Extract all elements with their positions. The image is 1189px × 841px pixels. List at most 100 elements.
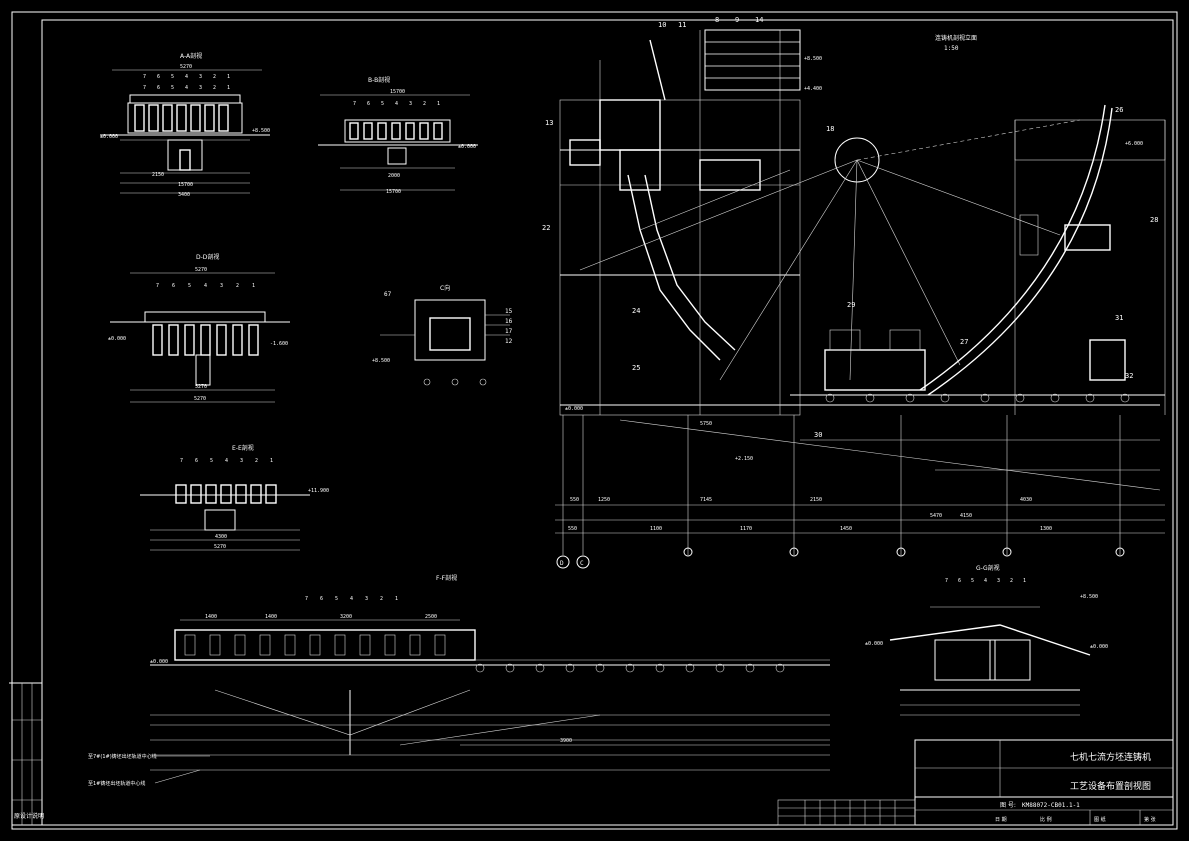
- svg-text:1300: 1300: [1040, 526, 1052, 532]
- svg-text:17: 17: [505, 328, 513, 335]
- view-a-a: A-A剖视 5270 7 6 5 4 3 2 1 7 6 5 4 3 2 1: [100, 52, 270, 198]
- main-elevation: 连铸机剖视立面 1:50: [542, 16, 1166, 569]
- svg-text:3: 3: [199, 85, 202, 91]
- svg-text:550: 550: [570, 497, 579, 503]
- svg-text:3: 3: [220, 283, 223, 289]
- svg-text:5: 5: [971, 578, 974, 584]
- svg-text:16: 16: [505, 318, 513, 325]
- view-b-b: B-B剖视 15700 7 6 5 4 3 2 1 2000 15700 ±0.…: [318, 76, 478, 195]
- drawing-frame: [41, 19, 1174, 826]
- svg-text:+8.500: +8.500: [252, 128, 270, 134]
- svg-text:C向: C向: [440, 284, 450, 292]
- title-block: 七机七流方坯连铸机 工艺设备布置剖视图 图 号: KM88072-CB01.1-…: [777, 739, 1174, 826]
- svg-text:25: 25: [632, 364, 640, 372]
- svg-text:5: 5: [335, 596, 338, 602]
- svg-text:5: 5: [210, 458, 213, 464]
- svg-text:7: 7: [353, 101, 356, 107]
- svg-text:比 例: 比 例: [1040, 816, 1052, 823]
- view-a-label: A-A剖视: [180, 52, 202, 60]
- svg-text:26: 26: [1115, 106, 1123, 114]
- svg-text:31: 31: [1115, 314, 1123, 322]
- svg-text:11: 11: [678, 21, 686, 29]
- view-c: C向 67 15 16 17 12 +8.500: [372, 284, 513, 386]
- svg-text:3: 3: [409, 101, 412, 107]
- svg-text:4300: 4300: [215, 534, 227, 540]
- stamp-text: 原设计说明: [14, 812, 44, 820]
- drawing-title: 工艺设备布置剖视图: [1070, 780, 1151, 792]
- svg-text:±0.000: ±0.000: [458, 144, 476, 150]
- svg-text:3: 3: [997, 578, 1000, 584]
- svg-text:3: 3: [240, 458, 243, 464]
- svg-text:6: 6: [195, 458, 198, 464]
- view-d-d: D-D剖视 5270 7 6 5 4 3 2 1 5270 5270 ±0.00…: [108, 253, 290, 403]
- svg-text:30: 30: [814, 431, 822, 439]
- svg-text:+8.500: +8.500: [804, 56, 822, 62]
- svg-text:1: 1: [227, 85, 230, 91]
- grid-axis-bubbles: D C: [556, 547, 1125, 569]
- svg-text:27: 27: [960, 338, 968, 346]
- svg-text:13: 13: [545, 119, 553, 127]
- svg-text:F-F剖视: F-F剖视: [436, 574, 457, 582]
- svg-text:1170: 1170: [740, 526, 752, 532]
- svg-text:±0.000: ±0.000: [108, 336, 126, 342]
- svg-text:日 期: 日 期: [995, 817, 1007, 823]
- svg-text:+8.500: +8.500: [372, 358, 390, 364]
- svg-text:8: 8: [715, 16, 719, 24]
- svg-text:15700: 15700: [390, 89, 405, 95]
- svg-text:7: 7: [156, 283, 159, 289]
- svg-text:第 张: 第 张: [1144, 816, 1156, 823]
- svg-text:5270: 5270: [194, 396, 206, 402]
- svg-text:15700: 15700: [386, 189, 401, 195]
- svg-text:+11.900: +11.900: [308, 488, 329, 494]
- svg-text:18: 18: [826, 125, 834, 133]
- svg-text:G-G剖视: G-G剖视: [976, 564, 1000, 572]
- svg-text:28: 28: [1150, 216, 1158, 224]
- svg-text:29: 29: [847, 301, 855, 309]
- svg-text:4: 4: [185, 85, 188, 91]
- svg-text:4: 4: [204, 283, 207, 289]
- svg-text:3: 3: [199, 74, 202, 80]
- svg-text:32: 32: [1125, 372, 1133, 380]
- svg-text:3: 3: [365, 596, 368, 602]
- svg-text:7: 7: [180, 458, 183, 464]
- svg-text:1400: 1400: [265, 614, 277, 620]
- svg-text:7: 7: [143, 74, 146, 80]
- svg-text:6: 6: [157, 74, 160, 80]
- view-g-g: G-G剖视 7 6 5 4 3 2 1 ±0.000 +8.500 ±0.000: [865, 564, 1108, 716]
- svg-text:6: 6: [172, 283, 175, 289]
- outer-border: [11, 11, 1178, 830]
- svg-text:5: 5: [171, 85, 174, 91]
- svg-text:3900: 3900: [560, 738, 572, 744]
- svg-text:5: 5: [171, 74, 174, 80]
- svg-text:±0.000: ±0.000: [150, 659, 168, 665]
- svg-text:C: C: [580, 560, 584, 567]
- svg-text:+2.150: +2.150: [735, 456, 753, 462]
- svg-text:-1.600: -1.600: [270, 341, 288, 347]
- svg-text:7145: 7145: [700, 497, 712, 503]
- svg-text:3400: 3400: [178, 192, 190, 198]
- svg-text:15: 15: [505, 308, 513, 315]
- svg-text:D-D剖视: D-D剖视: [196, 253, 219, 261]
- svg-text:D: D: [560, 560, 564, 567]
- note-1: 至7#(1#)铸坯出坯轨道中心线: [88, 753, 157, 760]
- svg-text:2: 2: [1010, 578, 1013, 584]
- svg-text:1: 1: [227, 74, 230, 80]
- svg-text:2150: 2150: [152, 172, 164, 178]
- svg-text:1: 1: [1023, 578, 1026, 584]
- project-name: 七机七流方坯连铸机: [1070, 751, 1151, 763]
- svg-text:2000: 2000: [388, 173, 400, 179]
- svg-text:±0.000: ±0.000: [565, 406, 583, 412]
- svg-text:550: 550: [568, 526, 577, 532]
- svg-text:E-E剖视: E-E剖视: [232, 444, 254, 452]
- view-f-f: F-F剖视 7 6 5 4 3 2 1 1400 1400 3200 2500: [88, 574, 830, 787]
- svg-text:7: 7: [945, 578, 948, 584]
- svg-text:9: 9: [735, 16, 739, 24]
- svg-text:±0.000: ±0.000: [100, 134, 118, 140]
- svg-text:4: 4: [984, 578, 987, 584]
- svg-text:+4.400: +4.400: [804, 86, 822, 92]
- svg-text:连铸机剖视立面: 连铸机剖视立面: [935, 34, 977, 42]
- svg-text:2: 2: [236, 283, 239, 289]
- svg-text:5270: 5270: [195, 384, 207, 390]
- svg-text:4: 4: [350, 596, 353, 602]
